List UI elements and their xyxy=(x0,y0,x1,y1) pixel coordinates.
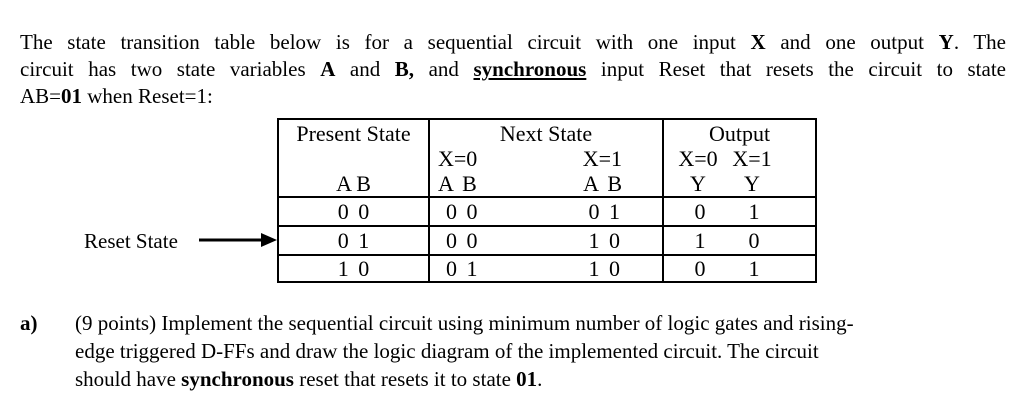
table-row-3-next: 0 1 1 0 xyxy=(428,254,662,281)
text-segment: . xyxy=(537,367,543,391)
part-a-line-1: (9 points) Implement the sequential circ… xyxy=(75,311,854,335)
state-transition-table: Present State A B Next State X=0 X=1 A B A… xyxy=(277,118,817,283)
out-x0-value: 0 xyxy=(694,198,706,224)
out-x1-value: 0 xyxy=(748,227,760,253)
part-a-section: a) (9 points) Implement the sequential c… xyxy=(20,309,1015,393)
part-a-label: a) xyxy=(20,311,38,335)
header-output-title: Output xyxy=(708,121,771,146)
header-next-vars0: A B xyxy=(438,171,477,196)
header-next-state: Next State X=0 X=1 A B A B xyxy=(428,120,662,196)
header-present-title: Present State xyxy=(296,121,411,146)
next-x1-value: 1 0 xyxy=(588,255,621,281)
next-x0-value: 0 0 xyxy=(446,198,478,224)
reset-state-label: Reset State xyxy=(84,229,178,253)
table-row-2-present: 0 1 xyxy=(279,225,428,254)
next-x1-value: 0 1 xyxy=(588,198,621,224)
bold-term-y: Y xyxy=(938,30,954,54)
text-segment: AB= xyxy=(20,84,62,108)
table-row-3-present: 1 0 xyxy=(279,254,428,281)
bold-term-01: 01 xyxy=(516,367,538,391)
header-present-spacer xyxy=(279,146,428,171)
bold-term-synchronous: synchronous xyxy=(181,367,294,391)
next-x0-value: 0 1 xyxy=(446,255,478,281)
part-a-line-3: should have synchronous reset that reset… xyxy=(75,365,1015,393)
text-segment: . The xyxy=(953,30,1006,54)
out-x1-value: 1 xyxy=(748,255,760,281)
intro-line-2: circuit has two state variables A and B,… xyxy=(20,56,1006,83)
bold-term-a: A xyxy=(320,57,336,81)
header-output-y1: Y xyxy=(744,171,760,196)
table-row-1-present: 0 0 xyxy=(279,196,428,225)
next-x1-value: 1 0 xyxy=(588,227,621,253)
bold-term-01: 01 xyxy=(61,84,83,108)
text-segment: when Reset=1: xyxy=(82,84,213,108)
header-present-vars: A B xyxy=(336,171,371,196)
header-output-y0: Y xyxy=(690,171,706,196)
next-x0-value: 0 0 xyxy=(446,227,478,253)
out-x1-value: 1 xyxy=(748,198,760,224)
intro-line-1: The state transition table below is for … xyxy=(20,29,1006,56)
text-segment: reset that resets it to state xyxy=(293,367,517,391)
part-a-body: (9 points) Implement the sequential circ… xyxy=(75,309,1015,393)
text-segment: The state transition table below is for … xyxy=(20,30,751,54)
text-segment: and xyxy=(414,57,474,81)
header-next-x0: X=0 xyxy=(438,146,478,171)
bold-term-x: X xyxy=(750,30,766,54)
header-present-state: Present State A B xyxy=(279,120,428,196)
bold-term-b: B, xyxy=(394,57,415,81)
reset-arrow-icon xyxy=(199,233,277,247)
text-segment: circuit has two state variables xyxy=(20,57,321,81)
intro-line-3: AB=01 when Reset=1: xyxy=(20,83,1006,110)
header-next-vars1: A B xyxy=(583,171,622,196)
table-row-2-next: 0 0 1 0 xyxy=(428,225,662,254)
text-segment: and xyxy=(335,57,395,81)
text-segment: should have xyxy=(75,367,182,391)
header-output-x1: X=1 xyxy=(732,146,772,171)
header-next-x-labels: X=0 X=1 xyxy=(430,146,662,171)
out-x0-value: 1 xyxy=(694,227,706,253)
out-x0-value: 0 xyxy=(694,255,706,281)
header-output-x-labels: X=0 X=1 xyxy=(664,146,815,171)
header-next-title: Next State xyxy=(499,121,593,146)
header-output-x0: X=0 xyxy=(678,146,718,171)
bold-underline-term-synchronous: synchronous xyxy=(473,57,587,81)
text-segment: input Reset that resets the circuit to s… xyxy=(586,57,1006,81)
text-segment: and one output xyxy=(765,30,939,54)
table-row-1-next: 0 0 0 1 xyxy=(428,196,662,225)
intro-paragraph: The state transition table below is for … xyxy=(20,29,1006,110)
part-a-line-2: edge triggered D-FFs and draw the logic … xyxy=(75,339,819,363)
header-next-x1: X=1 xyxy=(582,146,622,171)
